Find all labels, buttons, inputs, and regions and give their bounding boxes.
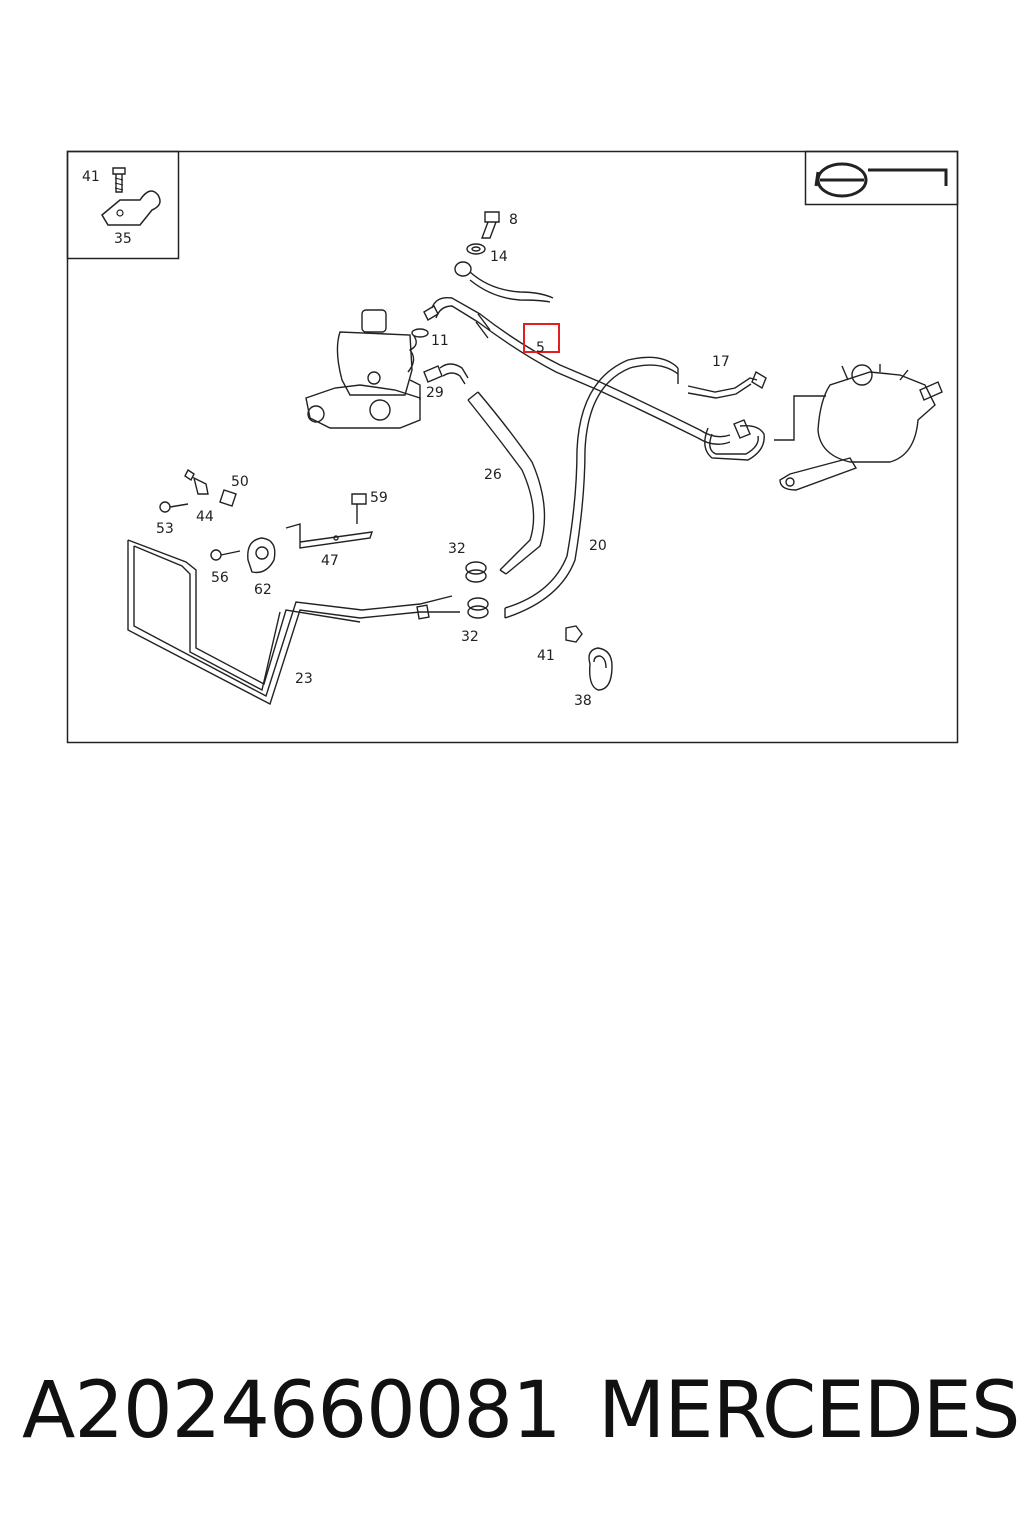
brand-name: MERCEDES [598,1366,1020,1456]
part-number: A2024660081 [22,1366,562,1456]
callout-41: 41 [537,648,555,664]
bracket-hardware [565,625,613,691]
diagram-frame [66,150,959,744]
mounting-hardware [159,468,374,574]
inset-label-35: 35 [114,231,132,247]
callout-47: 47 [321,553,339,569]
inset-label-41: 41 [82,169,100,185]
banjo-bolt-part [454,211,554,303]
callout-32-top: 32 [448,541,466,557]
hose-clamps [465,561,489,619]
callout-5: 5 [536,340,545,356]
pressure-hose [431,297,765,461]
steering-gear-box [774,364,943,491]
callout-53: 53 [156,521,174,537]
callout-59: 59 [370,490,388,506]
parts-diagram: 41 35 [66,150,959,744]
callout-17: 17 [712,354,730,370]
callout-44: 44 [196,509,214,525]
inset-box: 41 35 [66,150,180,260]
power-steering-pump [305,309,421,429]
highlight-part-5[interactable]: 5 [523,323,560,356]
callout-29: 29 [426,385,444,401]
callout-labels: 8 14 11 29 17 26 20 50 44 53 59 47 56 62… [156,212,730,709]
callout-38: 38 [574,693,592,709]
cooler-line-23 [127,539,460,706]
callout-20: 20 [589,538,607,554]
callout-50: 50 [231,474,249,490]
pipe-17 [687,370,767,399]
hose-26 [467,391,546,575]
callout-14: 14 [490,249,508,265]
callout-56: 56 [211,570,229,586]
callout-32-bottom: 32 [461,629,479,645]
callout-11: 11 [431,333,449,349]
steering-wheel-icon [804,150,959,206]
callout-8: 8 [509,212,518,228]
callout-26: 26 [484,467,502,483]
callout-23: 23 [295,671,313,687]
callout-62: 62 [254,582,272,598]
hose-20 [504,356,679,619]
